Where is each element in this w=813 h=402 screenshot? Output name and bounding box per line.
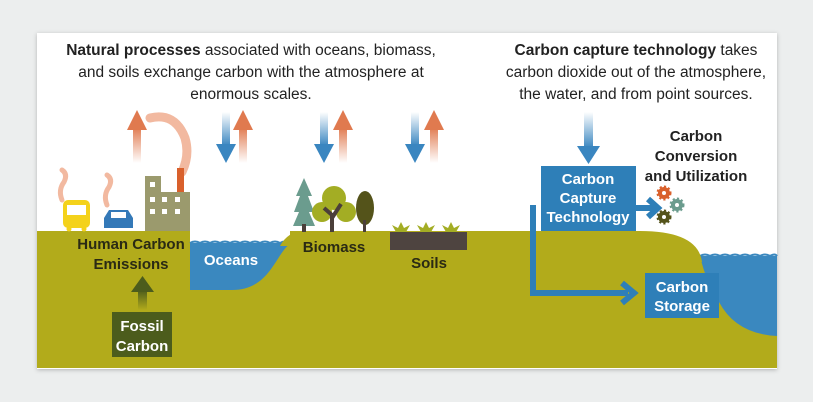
emission-up-arrow-icon [424,110,444,163]
flux-arrows [127,110,600,164]
fossil-carbon-label-line2: Carbon [116,338,169,355]
svg-text:Natural processes associated w: Natural processes associated with oceans… [66,42,436,59]
ocean-left [190,243,292,290]
emission-up-arrow-icon [333,110,353,163]
storage-label-line2: Storage [654,298,710,315]
emission-up-arrow-icon [127,110,147,163]
conversion-label: Carbon [670,128,723,145]
soil-icon [390,222,467,250]
carbon-storage-box [645,273,719,318]
right-caption: Carbon capture technology takes carbon d… [506,42,766,103]
absorb-down-arrow-icon [405,112,425,163]
bus-icon [57,167,90,232]
waves-icon [189,240,291,245]
oceans-label: Oceans [204,252,258,269]
fossil-carbon-box [112,312,172,357]
gears-icon [656,185,685,225]
factory-icon [145,112,192,231]
svg-text:Carbon capture technology take: Carbon capture technology takes [515,42,758,59]
soils-label: Soils [411,255,447,272]
absorb-down-arrow-icon [314,112,334,163]
svg-text:carbon dioxide out of the atmo: carbon dioxide out of the atmosphere, [506,64,766,81]
car-icon [102,172,133,228]
ocean-right [700,256,777,336]
biomass-label: Biomass [303,239,366,256]
conversion-label-line2: Conversion [655,148,738,165]
conversion-label-line3: and Utilization [645,168,748,185]
left-caption: Natural processes associated with oceans… [66,42,436,103]
human-emissions-label-line2: Emissions [93,256,168,273]
capture-label-line2: Capture [560,190,617,207]
trees-icon [293,178,374,232]
storage-label: Carbon [656,279,709,296]
emission-up-arrow-icon [233,110,253,163]
svg-text:and soils exchange carbon with: and soils exchange carbon with the atmos… [78,64,424,81]
carbon-capture-technology-box [541,166,636,231]
capture-flow-arrows [530,196,663,306]
capture-label-line3: Technology [546,209,630,226]
svg-text:the water, and from point sour: the water, and from point sources. [519,86,752,103]
svg-text:enormous scales.: enormous scales. [190,86,311,103]
absorb-down-arrow-icon [216,112,236,163]
capture-label: Carbon [562,171,615,188]
fossil-carbon-label: Fossil [120,318,163,335]
fossil-up-arrow-icon [131,276,154,310]
human-emissions-label: Human Carbon [77,236,185,253]
capture-down-arrow-icon [577,112,600,164]
